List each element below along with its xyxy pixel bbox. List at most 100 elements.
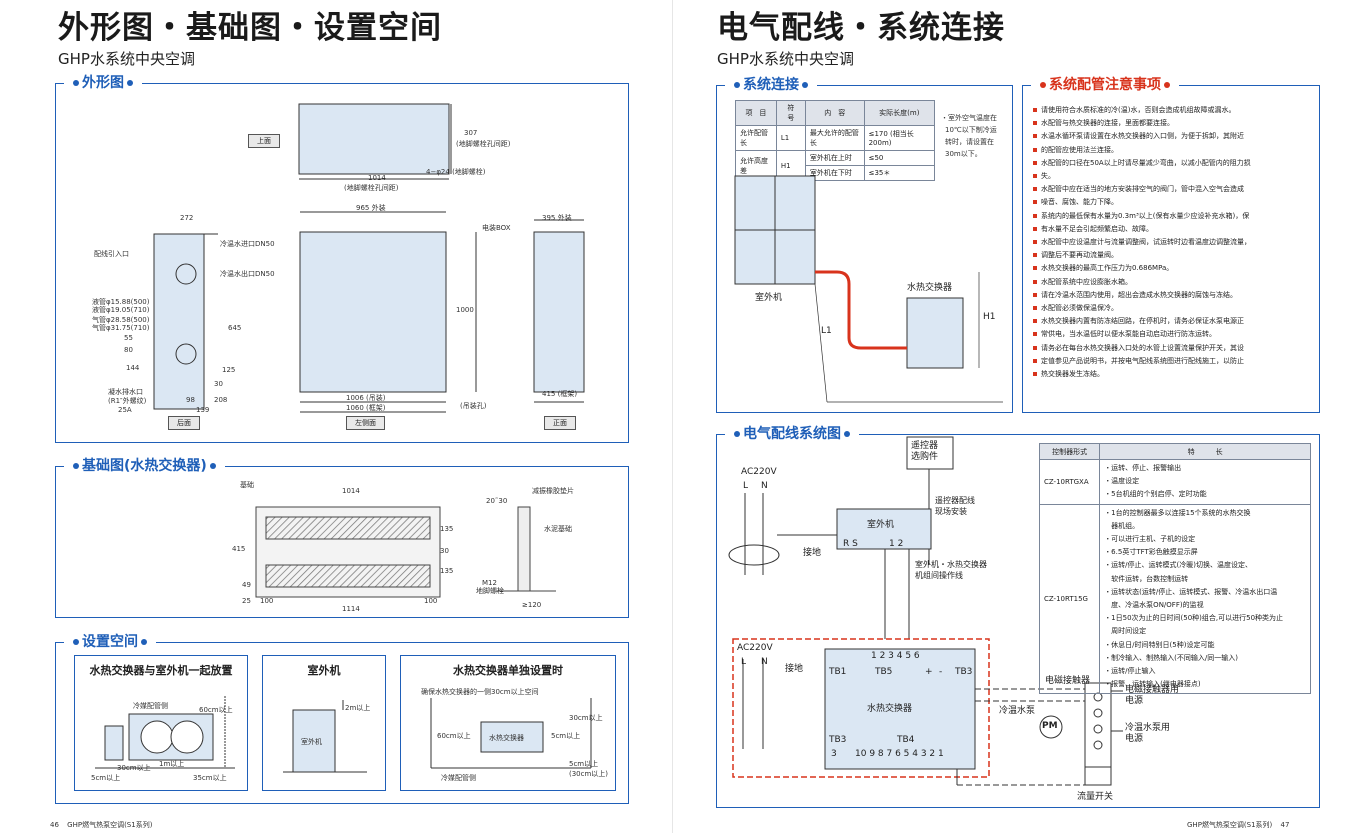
space-box-outdoor-title: 室外机 [307,664,341,677]
left-page-title: 外形图・基础图・设置空间 [58,10,442,46]
list-item: 噪音、腐蚀、能力下降。 [1033,196,1311,209]
label-tb5-terms: 1 2 3 4 5 6 [871,651,920,661]
label-cold-side-1: 冷媒配管侧 [133,702,168,710]
left-side-unit [299,231,447,393]
label-ac220-top: AC220V [741,467,777,477]
dim-1014: 1014 [368,174,386,182]
right-page-title: 电气配线・系统连接 [717,10,1005,46]
label-tb5: TB5 [875,667,893,677]
right-footer-text: GHP燃气热泵空调(S1系列) [1187,821,1273,829]
outline-drawing [153,103,585,413]
list-item: 请务必在每台水热交换器入口处的水管上设置流量保护开关，其设 [1033,342,1311,355]
left-page: 外形图・基础图・设置空间 GHP水系统中央空调 外形图 [0,0,672,833]
dim-307-sub: (地脚螺栓孔间距) [456,140,511,148]
label-cw-in: 冷温水进口DN50 [220,240,275,248]
pump-motor-icon: PM [1042,721,1058,731]
label-bolt: M12 [482,579,497,587]
left-page-subtitle: GHP水系统中央空调 [58,50,195,68]
front-view-unit [533,231,585,393]
table-row: CZ-10RTGXA ・运转、停止、报警输出 ・温度设定 ・5台机组的个别启停、… [1038,459,1311,505]
spec-header: 实际长度(m) [863,100,936,126]
dim-98: 98 [186,396,195,404]
list-item: 请在冷温水范围内使用，超出会造成水热交换器的腐蚀与冻结。 [1033,289,1311,302]
space-panel: 设置空间 水热交换器与室外机一起放置 冷媒配管侧 60cm以上 30cm以上 1… [55,633,629,804]
controller-header: 特 长 [1099,443,1311,460]
controller-features: ・1台的控制器最多以连接15个系统的水热交换 器机组。 ・可以进行主机、子机的设… [1099,503,1311,695]
label-ground-top: 接地 [803,548,822,558]
table-cell: L1 [775,125,806,151]
list-item: 请使用符合水质标准的冷(温)水，否则会造成机组故障或漏水。 [1033,104,1311,117]
dim-144: 144 [126,364,140,372]
label-gas-pipe-2: 气管φ31.75(710) [92,324,150,332]
dim-1m: 1m以上 [159,760,185,768]
list-item: 水配管的口径在50A以上时请尽量减少弯曲，以减小配管内的阻力损 [1033,157,1311,170]
list-item: 水配管系统中应设膨胀水箱。 [1033,276,1311,289]
f-dim-30: 30 [440,547,449,555]
label-ebox: 电装BOX [482,224,511,232]
dim-30cm-3: 30cm以上 [569,714,603,722]
f-dim-120: ≥120 [522,601,542,609]
list-item: 调整后不要再动流量阀。 [1033,249,1311,262]
label-outdoor-unit-wiring: 室外机 [867,520,895,530]
left-page-number: 46 [50,821,59,829]
precautions-list: 请使用符合水质标准的冷(温)水，否则会造成机组故障或漏水。 水配管与热交换器的连… [1033,104,1311,381]
label-pump-power: 冷温水泵用电源 [1125,723,1171,744]
label-hang-hole: (吊装孔) [460,402,487,410]
label-drain: 凝水排水口 [108,388,143,396]
outline-panel-title: 外形图 [64,74,142,92]
list-item: 有水量不足会引起频繁启动、故障。 [1033,223,1311,236]
label-N-bottom: N [761,657,768,667]
label-tb1: TB1 [829,667,847,677]
f-dim-49: 49 [242,581,251,589]
right-footer: GHP燃气热泵空调(S1系列) 47 [1187,820,1289,830]
table-row: 室外机在下时 ≤35＊ [736,165,936,181]
tag-front-view: 正面 [544,416,576,430]
list-item: 定值参见产品说明书，并按电气配线系统图进行配线施工，以防止 [1033,355,1311,368]
space-box-outdoor: 室外机 室外机 2m以上 [262,655,386,791]
label-gas-pipe: 气管φ28.58(500) [92,316,150,324]
dim-272: 272 [180,214,194,222]
refrigerant-pipe [815,270,907,350]
connection-note-4: 30m以下。 [945,150,982,158]
connection-note-3: 转时，请设置在 [945,138,994,146]
dim-30: 30 [214,380,223,388]
label-exchanger-wiring: 水热交换器 [867,704,913,714]
dim-60cm-3: 60cm以上 [437,732,471,740]
list-item: 水配管中应在适当的地方安装排空气的阀门，管中混入空气会造成 [1033,183,1311,196]
dim-55: 55 [124,334,133,342]
connection-note-1: ・室外空气温度在 [941,114,997,122]
label-pump: 冷温水泵 [999,706,1036,716]
table-cell: ≤170 (相当长200m) [863,125,936,151]
label-cement: 水泥基础 [544,525,572,533]
left-footer: 46 GHP燃气热泵空调(S1系列) [50,820,152,830]
connection-panel-title: 系统连接 [725,76,817,94]
wiring-panel: 电气配线系统图 [716,425,1320,808]
connection-panel: 系统连接 项 目 符 号 内 容 实际长度(m) 允许配管长 L1 最大允许的配… [716,76,1013,413]
dim-208: 208 [214,396,228,404]
list-item: 水温水循环泵请设置在水热交换器的入口侧，为便于拆卸，其附近 [1033,130,1311,143]
label-H1: H1 [983,312,996,322]
connection-diagram [734,175,1003,403]
label-L-top: L [743,481,749,491]
dim-1060: 1060 (框架) [346,404,386,412]
label-liq-pipe: 液管φ15.88(500) [92,298,150,306]
list-item: 的配管应使用法兰连接。 [1033,144,1311,157]
dim-415: 415 (框架) [542,390,578,398]
list-item: 水配管中应设温度计与流量调整阀，试运转时边看温度边调整流量， [1033,236,1311,249]
label-N-top: N [761,481,768,491]
page-gutter [672,0,673,833]
f-dim-415: 415 [232,545,246,553]
label-tb3-term: 3 [831,749,837,759]
list-item: 系统内的最低保有水量为0.3m³以上(保有水量少应设补充水箱)，保 [1033,210,1311,223]
f-dim-1114: 1114 [342,605,360,613]
right-page-subtitle: GHP水系统中央空调 [717,50,854,68]
right-page: 电气配线・系统连接 GHP水系统中央空调 系统连接 项 目 符 号 内 容 实际… [673,0,1345,833]
dim-30cm-3b: (30cm以上) [569,770,609,778]
controller-model: CZ-10RT15G [1038,503,1101,695]
list-item: 常供电，当水温低时以便水泵能自动启动进行防冻运转。 [1033,328,1311,341]
label-damper: 减振橡胶垫片 [532,487,574,495]
dim-5cm-3: 5cm以上 [551,732,581,740]
space-box-combined: 水热交换器与室外机一起放置 冷媒配管侧 60cm以上 30cm以上 1m以上 5… [74,655,248,791]
label-drain-size: 25A [118,406,132,414]
dim-80: 80 [124,346,133,354]
